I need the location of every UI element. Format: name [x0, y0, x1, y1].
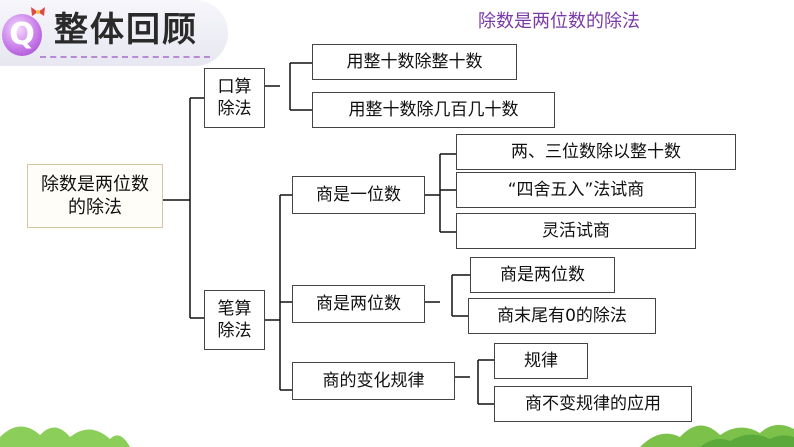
leaf-flexible-trial: 灵活试商 — [456, 213, 696, 249]
leaf-tens-by-tens: 用整十数除整十数 — [312, 44, 517, 80]
leaf-label: 两、三位数除以整十数 — [511, 141, 681, 162]
leaf-trailing-zero: 商末尾有0的除法 — [468, 298, 656, 334]
node-label: 口算除法 — [217, 76, 252, 119]
grass-decoration — [0, 424, 794, 447]
leaf-label: 灵活试商 — [542, 220, 610, 241]
bow-icon — [31, 7, 45, 16]
leaf-label: “四舍五入”法试商 — [507, 179, 645, 200]
node-quotient-two-digit: 商是两位数 — [292, 285, 425, 323]
leaf-label: 商是两位数 — [500, 264, 585, 285]
root-label: 除数是两位数的除法 — [41, 173, 149, 218]
node-label: 商是两位数 — [316, 293, 401, 314]
leaf-label: 商不变规律的应用 — [525, 393, 661, 414]
node-quotient-one-digit: 商是一位数 — [292, 176, 425, 214]
leaf-divide-by-tens: 两、三位数除以整十数 — [456, 134, 736, 170]
page-subtitle: 除数是两位数的除法 — [478, 11, 640, 32]
node-label: 商是一位数 — [316, 184, 401, 205]
leaf-label: 商末尾有0的除法 — [497, 305, 627, 326]
q-badge-icon: Q — [2, 14, 42, 56]
node-written-division: 笔算除法 — [204, 290, 265, 350]
node-quotient-rules: 商的变化规律 — [292, 362, 455, 400]
leaf-two-digit-quotient: 商是两位数 — [470, 257, 615, 293]
page-title: 整体回顾 — [54, 10, 198, 50]
leaf-label: 用整十数除几百几十数 — [348, 99, 519, 120]
node-label: 商的变化规律 — [322, 370, 425, 391]
node-label: 笔算除法 — [217, 298, 252, 341]
leaf-label: 用整十数除整十数 — [346, 51, 483, 72]
leaf-tens-by-hundreds: 用整十数除几百几十数 — [312, 92, 555, 128]
node-mental-division: 口算除法 — [204, 68, 265, 128]
root-node: 除数是两位数的除法 — [27, 164, 163, 228]
leaf-rounding-trial: “四舍五入”法试商 — [456, 172, 696, 208]
title-underline — [40, 56, 210, 58]
leaf-rule-application: 商不变规律的应用 — [494, 386, 692, 422]
leaf-label: 规律 — [524, 350, 558, 371]
leaf-rule: 规律 — [494, 343, 588, 379]
